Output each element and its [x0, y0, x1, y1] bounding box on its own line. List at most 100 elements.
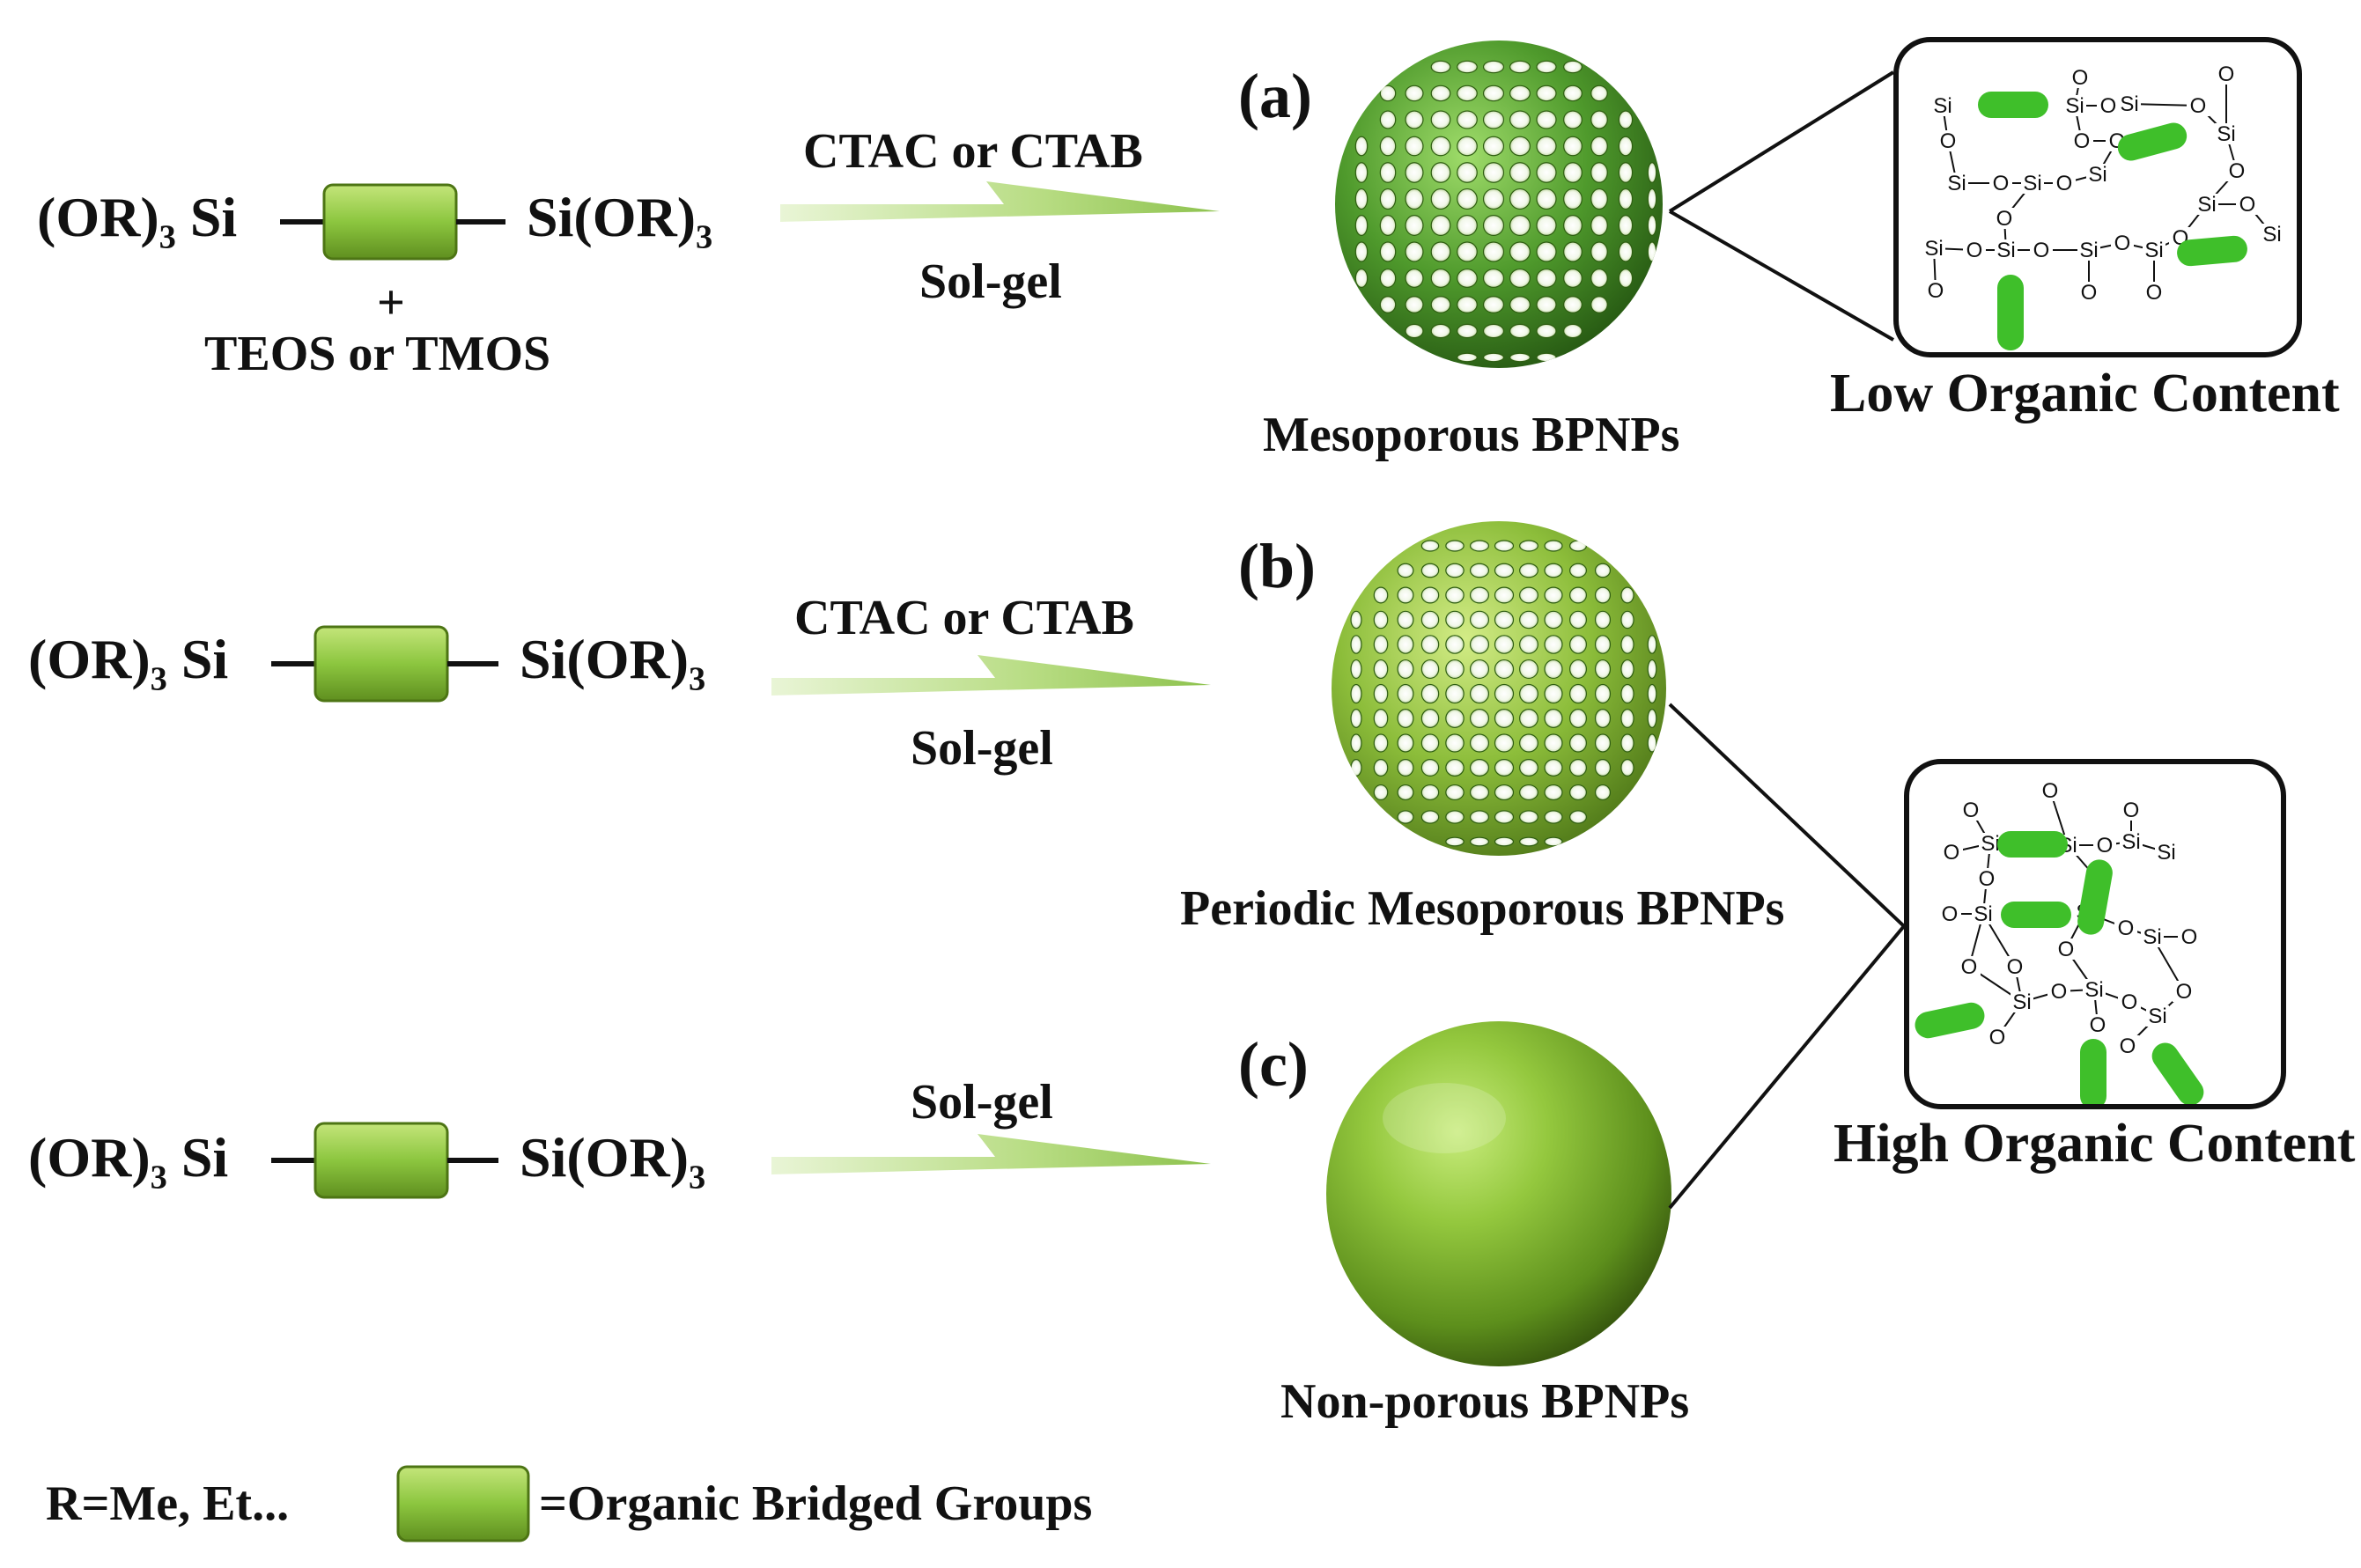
organic-rod	[2177, 235, 2247, 267]
pore	[1590, 296, 1608, 313]
pore	[1420, 784, 1440, 801]
connector-lines-bc	[1668, 703, 1906, 1210]
arrow-c-top-label: Sol-gel	[911, 1075, 1053, 1130]
o-atom: O	[2114, 232, 2131, 255]
organic-rod	[1915, 1002, 1985, 1039]
pore	[1354, 269, 1369, 288]
pore	[1397, 709, 1414, 728]
o-atom: O	[1928, 279, 1944, 303]
pore	[1536, 60, 1557, 74]
si-atom: Si	[2144, 239, 2163, 262]
pore	[1569, 810, 1587, 824]
pore	[1469, 759, 1490, 777]
o-atom: O	[2121, 990, 2138, 1014]
o-atom: O	[2218, 63, 2235, 86]
pore	[1445, 610, 1465, 629]
o-atom: O	[2033, 239, 2050, 262]
pore	[1519, 810, 1538, 824]
pore	[1519, 586, 1538, 604]
pore	[1445, 563, 1465, 578]
si-atom: Si	[2262, 223, 2281, 247]
pore	[1469, 610, 1490, 629]
pore	[1569, 784, 1587, 801]
si-atom: Si	[1981, 832, 1999, 856]
pore	[1594, 635, 1612, 654]
pore	[1420, 635, 1440, 654]
pore	[1445, 683, 1465, 704]
o-atom: O	[2058, 938, 2075, 961]
product-label-a: Mesoporous BPNPs	[1263, 408, 1680, 462]
pore	[1430, 241, 1451, 262]
pore	[1569, 540, 1587, 552]
pore	[1457, 85, 1478, 102]
pore	[1563, 136, 1583, 157]
pore	[1594, 709, 1612, 728]
pore	[1430, 60, 1451, 74]
pore	[1536, 323, 1557, 339]
pore	[1373, 784, 1389, 801]
pore	[1379, 215, 1397, 236]
precursor-left-b: (OR)3 Si	[28, 628, 229, 698]
si-atom: Si	[1947, 172, 1966, 195]
pore	[1620, 635, 1634, 654]
pore	[1494, 810, 1515, 824]
pore	[1590, 162, 1608, 183]
pore	[1536, 136, 1557, 157]
pore	[1544, 683, 1563, 704]
pore	[1379, 136, 1397, 157]
pore	[1544, 784, 1563, 801]
o-atom: O	[2007, 955, 2024, 979]
pore	[1482, 110, 1505, 129]
pore	[1509, 110, 1531, 129]
pore	[1405, 215, 1424, 236]
co-precursor-label: TEOS or TMOS	[204, 327, 551, 381]
pore	[1563, 162, 1583, 183]
pore	[1544, 759, 1563, 777]
pore	[1420, 610, 1440, 629]
pore	[1482, 241, 1505, 262]
pore	[1430, 188, 1451, 210]
pore	[1620, 659, 1634, 680]
pore	[1519, 610, 1538, 629]
o-atom: O	[2074, 129, 2091, 153]
pore	[1379, 269, 1397, 288]
inset-caption-low: Low Organic Content	[1830, 364, 2340, 423]
pore	[1430, 215, 1451, 236]
pore	[1494, 586, 1515, 604]
pore	[1569, 733, 1587, 753]
pore	[1620, 586, 1634, 604]
pore	[1405, 85, 1424, 102]
organic-block-c	[314, 1122, 449, 1199]
pore	[1594, 610, 1612, 629]
pore	[1536, 215, 1557, 236]
pore	[1509, 352, 1531, 363]
organic-rod	[1997, 831, 2068, 858]
o-atom: O	[2081, 281, 2098, 305]
pore	[1405, 136, 1424, 157]
organic-rod	[1978, 92, 2048, 118]
pore	[1445, 810, 1465, 824]
pore	[1469, 810, 1490, 824]
pore	[1536, 85, 1557, 102]
pore	[1420, 683, 1440, 704]
pore	[1405, 296, 1424, 313]
panel-tag-b: (b)	[1238, 531, 1316, 601]
pore	[1647, 241, 1657, 262]
si-atom: Si	[2088, 163, 2106, 187]
pore	[1647, 215, 1657, 236]
pore	[1420, 540, 1440, 552]
pore	[1420, 659, 1440, 680]
o-atom: O	[2042, 779, 2059, 803]
arrow-b	[771, 655, 1211, 696]
pore	[1457, 136, 1478, 157]
pore	[1519, 659, 1538, 680]
pore	[1482, 323, 1505, 339]
pore	[1397, 586, 1414, 604]
pore	[1457, 296, 1478, 313]
pore	[1482, 188, 1505, 210]
pore	[1569, 683, 1587, 704]
pore	[1379, 162, 1397, 183]
inset-caption-high: High Organic Content	[1833, 1114, 2356, 1174]
pore	[1397, 563, 1414, 578]
si-atom: Si	[1924, 237, 1943, 261]
